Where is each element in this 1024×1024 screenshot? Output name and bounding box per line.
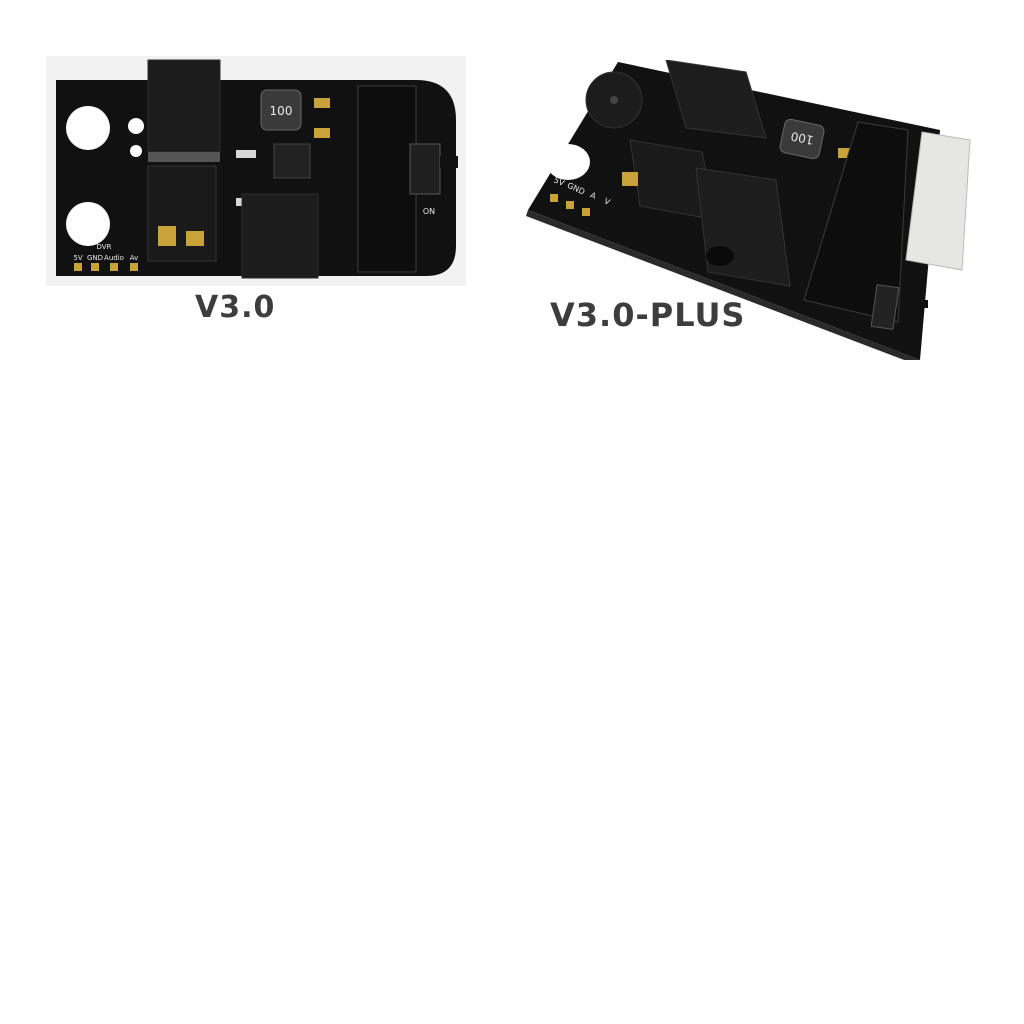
svg-text:A: A <box>589 190 598 201</box>
mounting-hole <box>66 202 110 246</box>
slide-switch <box>870 284 900 330</box>
svg-text:ON: ON <box>423 207 435 216</box>
dc-jack <box>665 60 767 139</box>
dc-jack <box>695 167 791 287</box>
inductor-label: 100 <box>790 129 815 147</box>
ic-chip <box>273 143 311 179</box>
dc-jack <box>241 193 319 279</box>
pin-header <box>803 121 909 323</box>
mounting-hole <box>66 106 110 150</box>
caption-v3: V3.0 <box>195 290 276 325</box>
inductor <box>260 89 302 131</box>
inductor <box>779 118 825 160</box>
svg-text:V: V <box>603 196 612 207</box>
slide-switch <box>409 143 441 195</box>
mounting-hole <box>546 144 590 180</box>
svg-text:GND: GND <box>87 254 103 262</box>
v3-plus-board-photo: 100 5V GND A V <box>526 60 971 360</box>
svg-text:5V: 5V <box>552 175 566 188</box>
svg-text:Av: Av <box>130 254 139 262</box>
svg-text:5V: 5V <box>73 254 82 262</box>
audio-jack <box>147 165 217 262</box>
terminal-block <box>905 131 971 271</box>
dvr-label: DVR <box>97 243 112 251</box>
inductor-label: 100 <box>270 104 293 118</box>
v3-board-photo: 100 ON DVR 5V GND Audio Av <box>46 56 466 286</box>
svg-text:Audio: Audio <box>104 254 124 262</box>
pin-header <box>357 85 417 273</box>
dc-jack <box>147 59 221 153</box>
caption-v3-plus: V3.0-PLUS <box>550 296 746 334</box>
